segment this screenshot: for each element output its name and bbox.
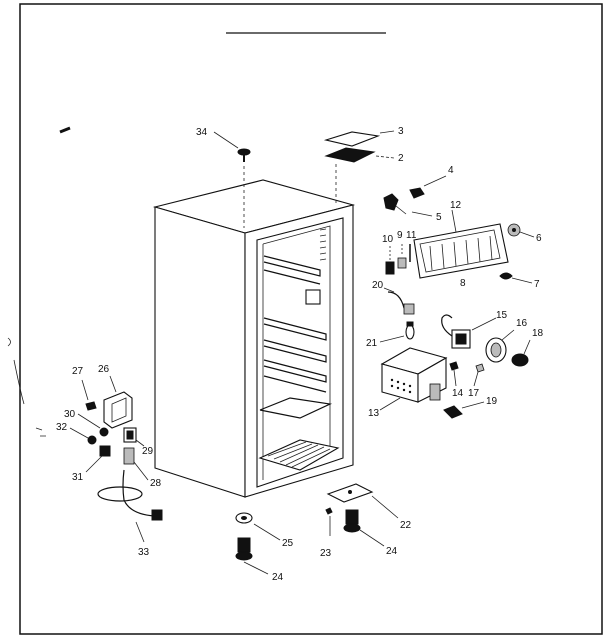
callout-16: 16 — [516, 318, 528, 329]
part-14-screw — [449, 361, 459, 387]
callout-15: 15 — [496, 310, 508, 321]
diagram-frame — [19, 3, 603, 635]
part-24-leveling-leg-right — [343, 509, 385, 547]
part-26-relay-cover — [103, 375, 133, 429]
callout-33: 33 — [138, 547, 150, 558]
part-25-washer — [235, 512, 281, 541]
part-19-wire-connector — [443, 401, 485, 419]
callout-27: 27 — [72, 366, 84, 377]
callout-32: 32 — [56, 422, 68, 433]
callout-12: 12 — [450, 200, 462, 211]
callout-10: 10 — [382, 234, 394, 245]
callout-20: 20 — [372, 280, 384, 291]
callout-30: 30 — [64, 409, 76, 420]
callout-13: 13 — [368, 408, 380, 419]
callout-28: 28 — [150, 478, 162, 489]
scan-mark — [59, 126, 71, 134]
part-22-bottom-hinge — [326, 483, 399, 519]
shelf-rails — [263, 317, 327, 393]
callout-34: 34 — [196, 127, 208, 138]
callout-24-left: 24 — [272, 572, 284, 583]
callout-8: 8 — [460, 278, 466, 289]
part-27-screw — [81, 379, 97, 411]
part-34-screw — [213, 131, 251, 228]
callout-7: 7 — [534, 279, 540, 290]
callout-18: 18 — [532, 328, 544, 339]
crisper-pan — [258, 439, 340, 471]
callout-24-right: 24 — [386, 546, 398, 557]
callout-22: 22 — [400, 520, 412, 531]
part-23-screw — [325, 507, 333, 536]
scan-mark-left — [35, 427, 46, 437]
callout-14: 14 — [452, 388, 464, 399]
callout-23: 23 — [320, 548, 332, 559]
part-18-dial — [511, 339, 531, 367]
part-3-hinge-cover — [323, 130, 395, 147]
callout-9: 9 — [397, 230, 403, 241]
part-30-grommet — [77, 413, 109, 437]
part-6-nut — [507, 223, 535, 238]
callout-17: 17 — [468, 388, 480, 399]
part-13-control-housing — [379, 347, 448, 411]
callout-2: 2 — [398, 153, 404, 164]
callout-6: 6 — [536, 233, 542, 244]
callout-31: 31 — [72, 472, 84, 483]
scan-mark-left — [7, 337, 25, 405]
callout-26: 26 — [98, 364, 110, 375]
part-15-thermostat — [441, 314, 497, 349]
part-12-evaporator-panel — [413, 209, 509, 279]
callout-21: 21 — [366, 338, 378, 349]
part-17-screw — [473, 363, 485, 387]
part-28-overload — [123, 447, 149, 481]
part-9-clip — [397, 244, 407, 269]
part-33-power-cord — [97, 469, 163, 543]
callout-5: 5 — [436, 212, 442, 223]
callout-29: 29 — [142, 446, 154, 457]
callout-11: 11 — [406, 230, 417, 241]
part-29-relay — [123, 427, 145, 447]
part-2-top-hinge — [324, 147, 395, 204]
part-16-control-knob — [485, 329, 515, 363]
callout-3: 3 — [398, 126, 404, 137]
callout-25: 25 — [282, 538, 294, 549]
liner-vent-slots — [319, 228, 327, 261]
part-21-bulb — [379, 321, 415, 343]
part-32-clip — [69, 427, 97, 445]
part-10-switch — [385, 246, 395, 275]
refrigerator-cabinet — [152, 179, 356, 498]
callout-19: 19 — [486, 396, 498, 407]
callout-4: 4 — [448, 165, 454, 176]
part-31-terminal — [85, 445, 111, 473]
part-20-light-socket — [383, 287, 415, 315]
part-4-hinge-bracket — [383, 175, 447, 215]
part-7-clip — [499, 272, 533, 284]
part-24-leveling-leg — [235, 537, 269, 575]
